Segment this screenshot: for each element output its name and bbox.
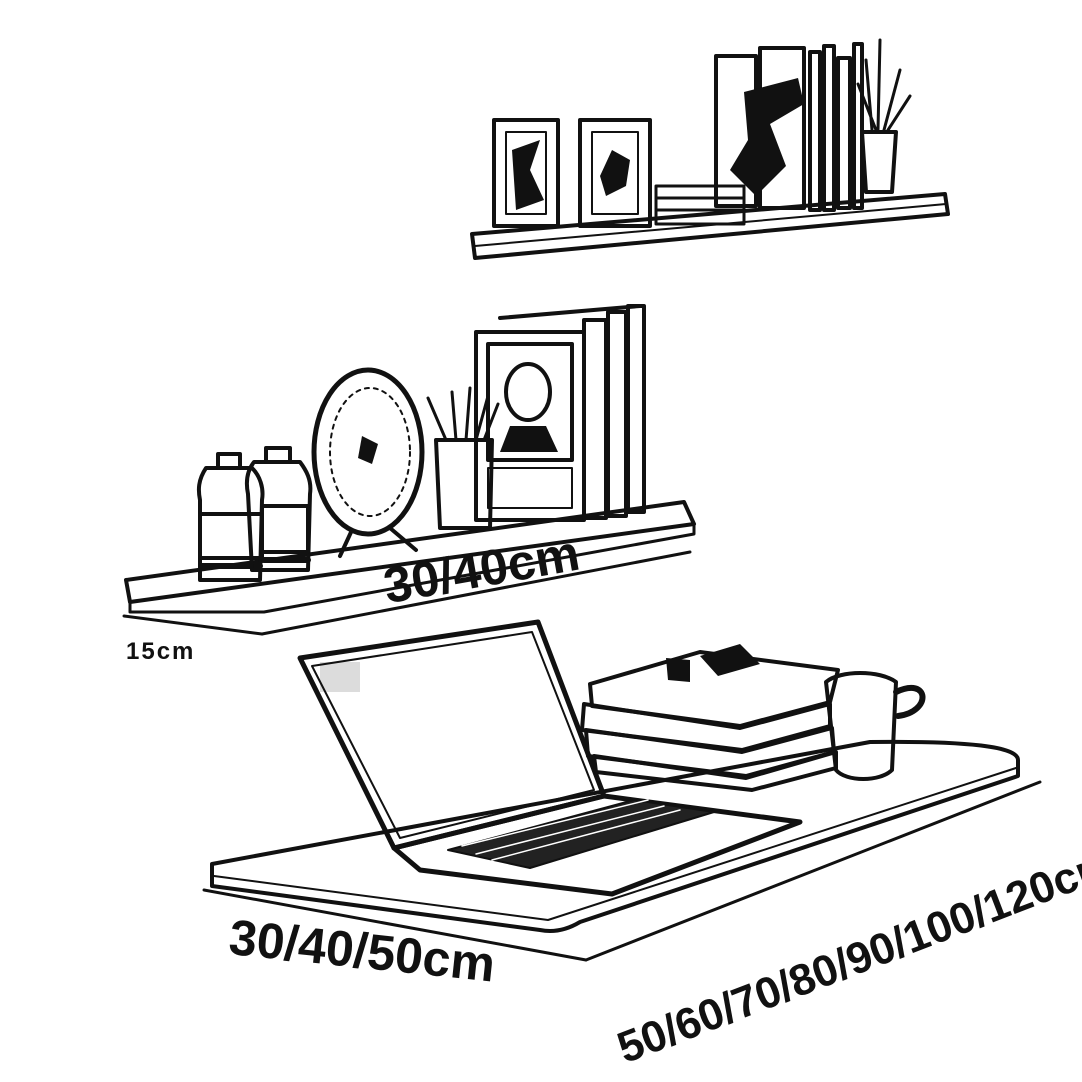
top-shelf-group: [470, 38, 950, 260]
middle-width-line: [260, 550, 692, 636]
laptop-screen: [297, 619, 607, 851]
decorative-plate: [311, 367, 425, 558]
desk-book-stack: [580, 644, 840, 792]
laptop: [297, 619, 803, 897]
pencil-cup: [426, 386, 500, 530]
middle-shelf-depth-label: 15cm: [126, 638, 196, 665]
desk-board: [210, 739, 1020, 933]
desk-width-line: [584, 780, 1042, 962]
middle-shelf-group: [122, 304, 696, 636]
picture-frame-left: [492, 118, 560, 228]
laptop-base: [391, 793, 803, 897]
desk-depth-line: [202, 888, 588, 962]
top-shelf-books: [714, 42, 864, 212]
middle-depth-line: [122, 614, 264, 636]
picture-frame-right: [578, 118, 652, 228]
portrait-book: [474, 304, 646, 522]
coffee-mug: [824, 671, 926, 781]
ceramic-jar-right: [244, 446, 313, 572]
desk-group: [202, 619, 1042, 962]
laptop-keyboard: [447, 799, 715, 869]
potted-plant: [856, 38, 912, 194]
